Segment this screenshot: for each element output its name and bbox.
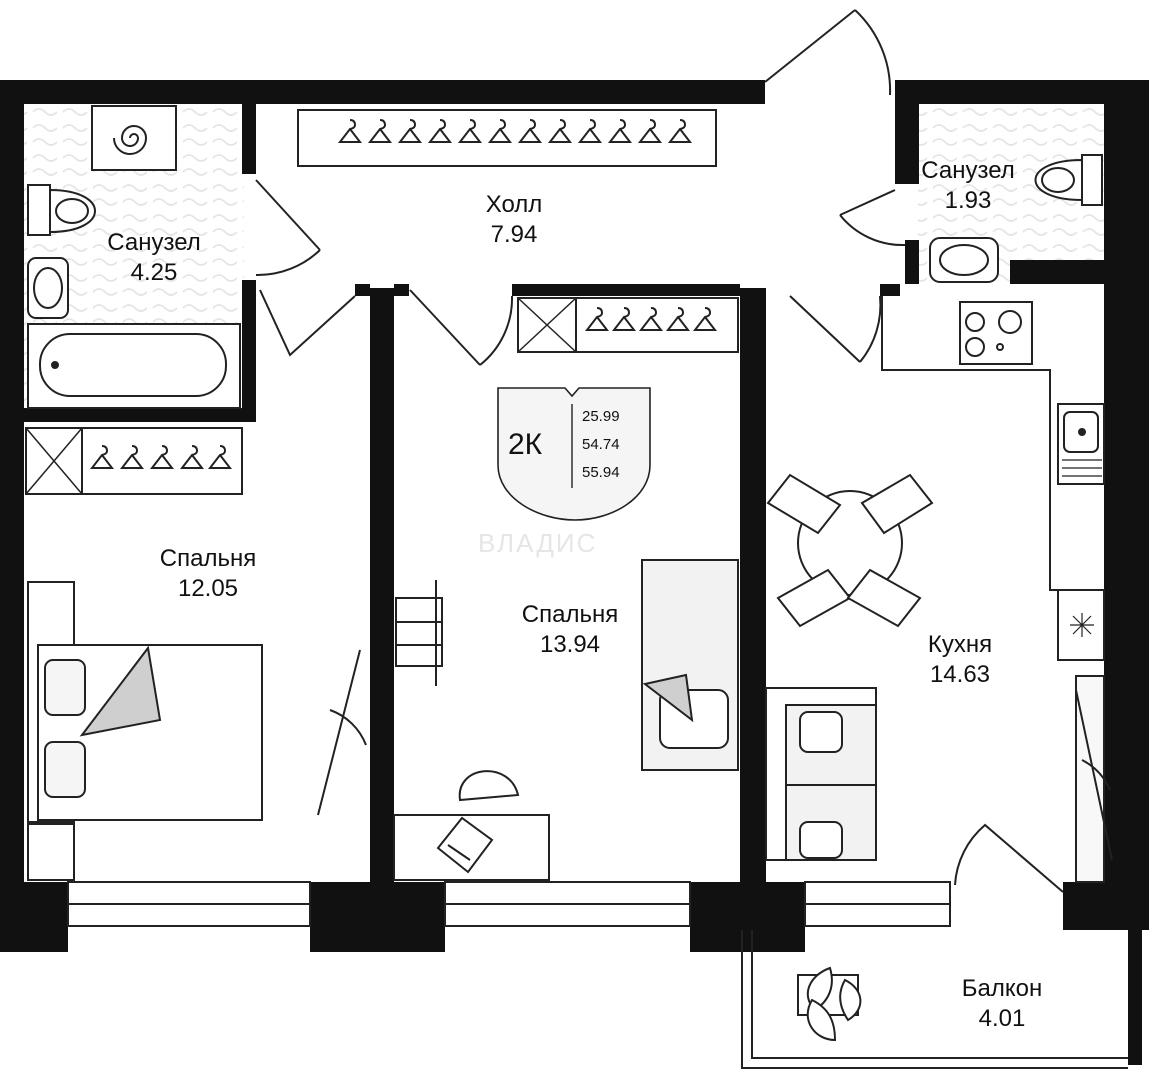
room-label-bedroom-left: Спальня 12.05 — [160, 544, 256, 604]
room-area: 12.05 — [177, 575, 239, 602]
area-with-balcony: 55.94 — [582, 464, 620, 481]
fridge-icon — [1057, 589, 1105, 661]
walls — [0, 80, 1149, 1065]
stove-icon — [965, 310, 1022, 357]
bed-icon — [27, 581, 263, 881]
room-name: Кухня — [927, 631, 993, 658]
room-area: 14.63 — [929, 661, 991, 688]
armchair-icon — [641, 559, 739, 771]
sink-icon — [929, 237, 999, 283]
apartment-badge-shape — [497, 387, 651, 521]
sink-icon — [27, 257, 69, 319]
room-area: 1.93 — [944, 187, 992, 214]
windows — [67, 881, 951, 927]
bedroom-wardrobe — [517, 297, 739, 353]
room-label-kitchen: Кухня 14.63 — [928, 630, 992, 690]
sofa-icon — [765, 687, 877, 861]
room-name: Холл — [485, 191, 543, 218]
watermark: ВЛАДИС — [478, 528, 597, 559]
area-living: 25.99 — [582, 408, 620, 425]
hall-wardrobe — [297, 109, 717, 167]
apartment-type: 2К — [508, 428, 543, 461]
balcony-outline — [741, 930, 1128, 1069]
room-label-hall: Холл 7.94 — [486, 190, 543, 250]
room-name: Спальня — [521, 601, 619, 628]
dining-table-icon — [766, 473, 934, 628]
room-label-bedroom-center: Спальня 13.94 — [522, 600, 618, 660]
chair-icon — [458, 770, 520, 802]
bedroom-left-wardrobe — [25, 427, 243, 495]
watermark-text: ВЛАДИС — [478, 528, 598, 558]
room-name: Санузел — [921, 157, 1015, 184]
washing-machine-icon — [91, 105, 177, 171]
room-name: Спальня — [159, 545, 257, 572]
room-area: 7.94 — [490, 221, 538, 248]
room-name: Балкон — [961, 975, 1043, 1002]
laptop-icon — [436, 816, 494, 874]
chair-icon — [395, 580, 443, 686]
room-area: 13.94 — [539, 631, 601, 658]
bathtub-icon — [27, 323, 241, 409]
room-label-balcony: Балкон 4.01 — [962, 974, 1042, 1034]
room-area: 4.25 — [130, 259, 178, 286]
area-total: 54.74 — [582, 436, 620, 453]
door-icon — [255, 9, 1064, 893]
plant-icon — [797, 966, 862, 1042]
room-name: Санузел — [107, 229, 201, 256]
kitchen-sink-icon — [1057, 403, 1105, 485]
room-label-bath-main: Санузел 4.25 — [107, 228, 201, 288]
room-label-bath-small: Санузел 1.93 — [921, 156, 1015, 216]
room-area: 4.01 — [978, 1005, 1026, 1032]
door-icon — [317, 649, 367, 816]
door-icon — [1075, 675, 1113, 883]
toilet-icon — [27, 184, 96, 236]
toilet-icon — [1034, 154, 1103, 206]
